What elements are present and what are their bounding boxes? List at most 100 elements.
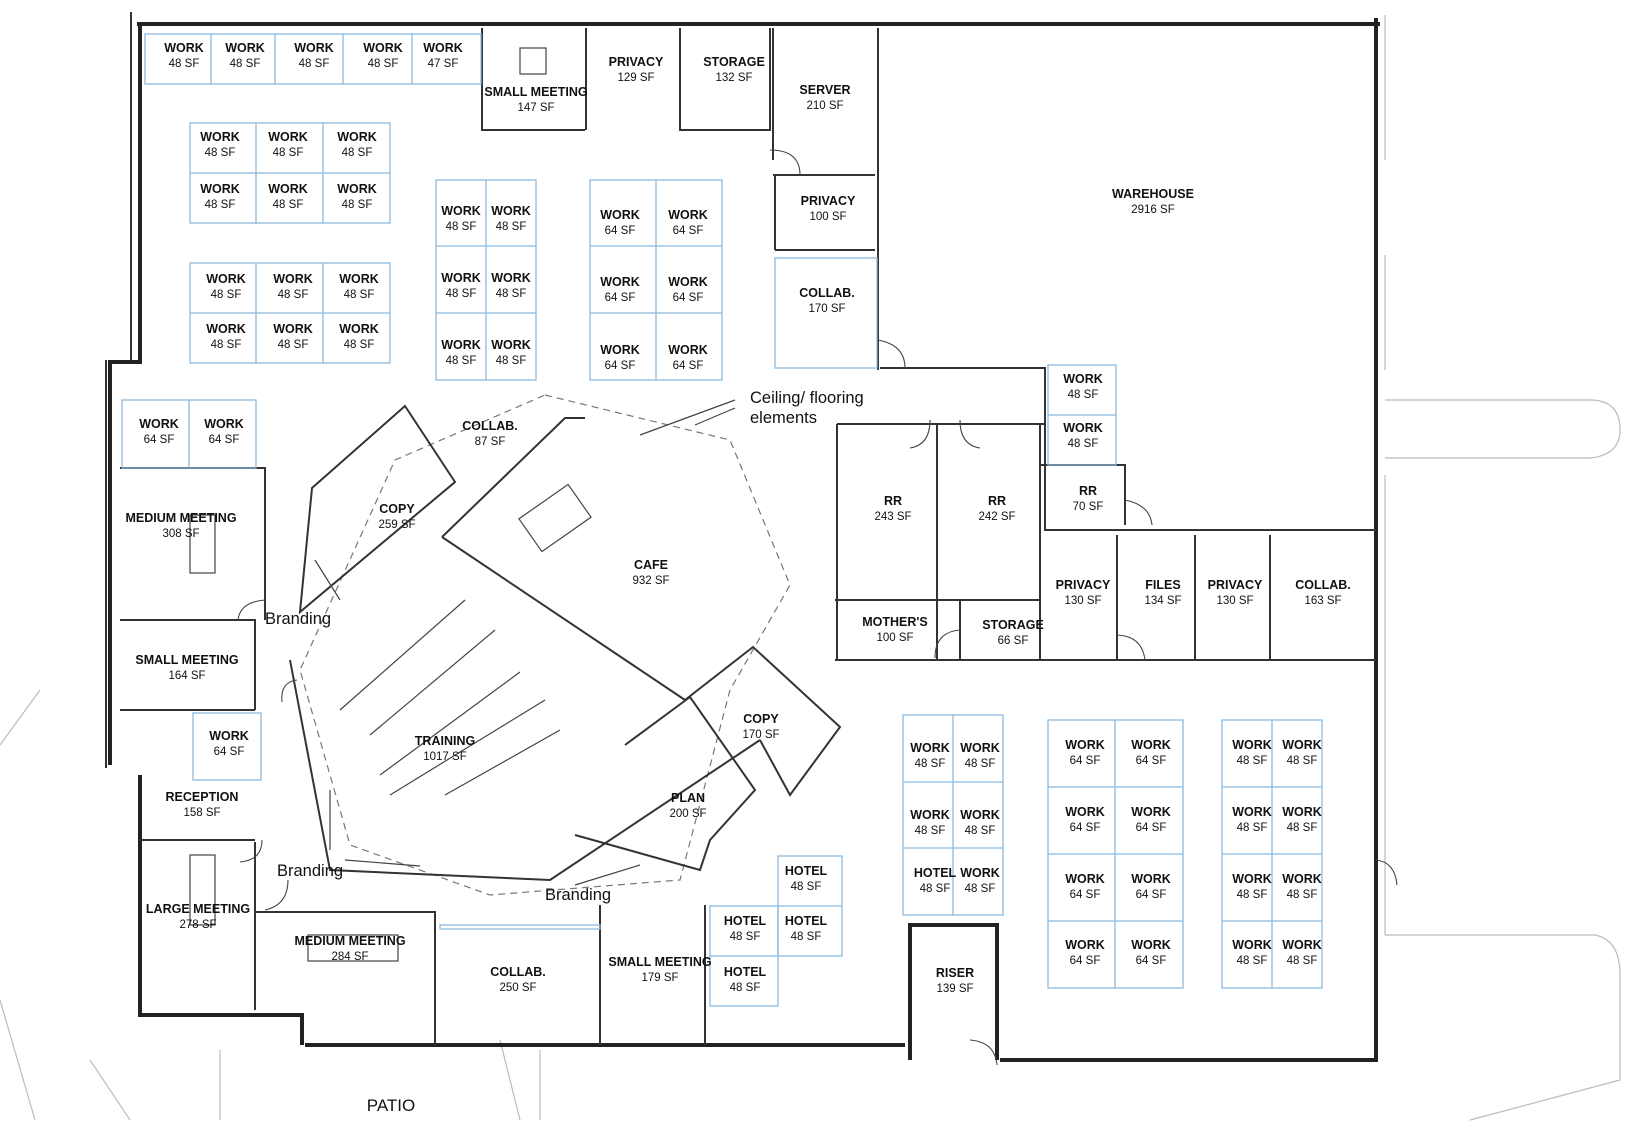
- room-name: WORK: [337, 182, 377, 196]
- room-area: 48 SF: [1287, 822, 1318, 834]
- room-area: 48 SF: [730, 982, 761, 994]
- room-area: 242 SF: [978, 511, 1015, 523]
- room-area: 100 SF: [809, 211, 846, 223]
- room-area: 48 SF: [278, 289, 309, 301]
- room-name: WORK: [339, 322, 379, 336]
- room-area: 48 SF: [1237, 755, 1268, 767]
- room-name: WORK: [273, 272, 313, 286]
- room-name: WORK: [491, 338, 531, 352]
- room-area: 48 SF: [211, 289, 242, 301]
- room-area: 163 SF: [1304, 595, 1341, 607]
- room-name: WORK: [1131, 738, 1171, 752]
- room-label-wc3: WORK 48 SF: [910, 808, 950, 837]
- room-area: 47 SF: [428, 58, 459, 70]
- room-name: FILES: [1145, 578, 1180, 592]
- room-name: TRAINING: [415, 734, 475, 748]
- room-name: SMALL MEETING: [608, 955, 711, 969]
- room-area: 48 SF: [920, 883, 951, 895]
- room-name: WORK: [337, 130, 377, 144]
- room-name: WORK: [209, 729, 249, 743]
- room-area: 64 SF: [673, 292, 704, 304]
- room-name: RR: [884, 494, 902, 508]
- room-area: 147 SF: [517, 102, 554, 114]
- room-area: 48 SF: [496, 288, 527, 300]
- ceiling-outline: [299, 394, 791, 896]
- room-area: 158 SF: [183, 807, 220, 819]
- room-area: 48 SF: [791, 881, 822, 893]
- room-name: WORK: [294, 41, 334, 55]
- room-name: WORK: [441, 271, 481, 285]
- room-name: WORK: [668, 343, 708, 357]
- room-labels: WORK 48 SF WORK 48 SF WORK 48 SF WORK 48 SF WORK…: [125, 41, 1350, 995]
- room-area: 48 SF: [446, 221, 477, 233]
- room-name: PRIVACY: [1208, 578, 1263, 592]
- room-name: MOTHER'S: [862, 615, 927, 629]
- room-area: 210 SF: [806, 100, 843, 112]
- room-label-wg3d: WORK 48 SF: [491, 271, 531, 300]
- room-name: WORK: [1131, 872, 1171, 886]
- room-area: 932 SF: [632, 575, 669, 587]
- room-area: 48 SF: [965, 883, 996, 895]
- room-label-medium-meeting-308: MEDIUM MEETING 308 SF: [125, 511, 236, 540]
- room-area: 48 SF: [205, 147, 236, 159]
- room-area: 64 SF: [1070, 755, 1101, 767]
- room-label-wm6: WORK 64 SF: [1131, 872, 1171, 901]
- room-name: WORK: [491, 271, 531, 285]
- room-name: WORK: [200, 130, 240, 144]
- room-area: 64 SF: [1136, 822, 1167, 834]
- room-label-collab-163: COLLAB.163 SF: [1295, 578, 1351, 607]
- room-area: 48 SF: [730, 931, 761, 943]
- room-area: 64 SF: [673, 360, 704, 372]
- room-name: WORK: [206, 322, 246, 336]
- room-label-collab-87: COLLAB.87 SF: [462, 419, 518, 448]
- room-area: 48 SF: [1287, 955, 1318, 967]
- room-name: WORK: [668, 208, 708, 222]
- room-label-wg4f: WORK 64 SF: [668, 343, 708, 372]
- room-name: WORK: [600, 275, 640, 289]
- room-name: WORK: [668, 275, 708, 289]
- room-area: 64 SF: [1136, 889, 1167, 901]
- room-area: 250 SF: [499, 982, 536, 994]
- room-name: WORK: [441, 338, 481, 352]
- room-area: 48 SF: [965, 758, 996, 770]
- room-label-wg4d: WORK 64 SF: [668, 275, 708, 304]
- room-name: MEDIUM MEETING: [125, 511, 236, 525]
- branding-note-upper: Branding: [265, 610, 331, 628]
- room-area: 48 SF: [915, 825, 946, 837]
- room-name: WORK: [1282, 805, 1322, 819]
- room-area: 308 SF: [162, 528, 199, 540]
- room-name: PRIVACY: [609, 55, 664, 69]
- room-name: WORK: [164, 41, 204, 55]
- room-area: 48 SF: [791, 931, 822, 943]
- room-name: WORK: [268, 130, 308, 144]
- room-name: COPY: [379, 502, 415, 516]
- room-label-mothers: MOTHER'S 100 SF: [862, 615, 927, 644]
- room-name: WORK: [910, 808, 950, 822]
- room-area: 66 SF: [998, 635, 1029, 647]
- room-area: 100 SF: [876, 632, 913, 644]
- room-name: WORK: [1063, 372, 1103, 386]
